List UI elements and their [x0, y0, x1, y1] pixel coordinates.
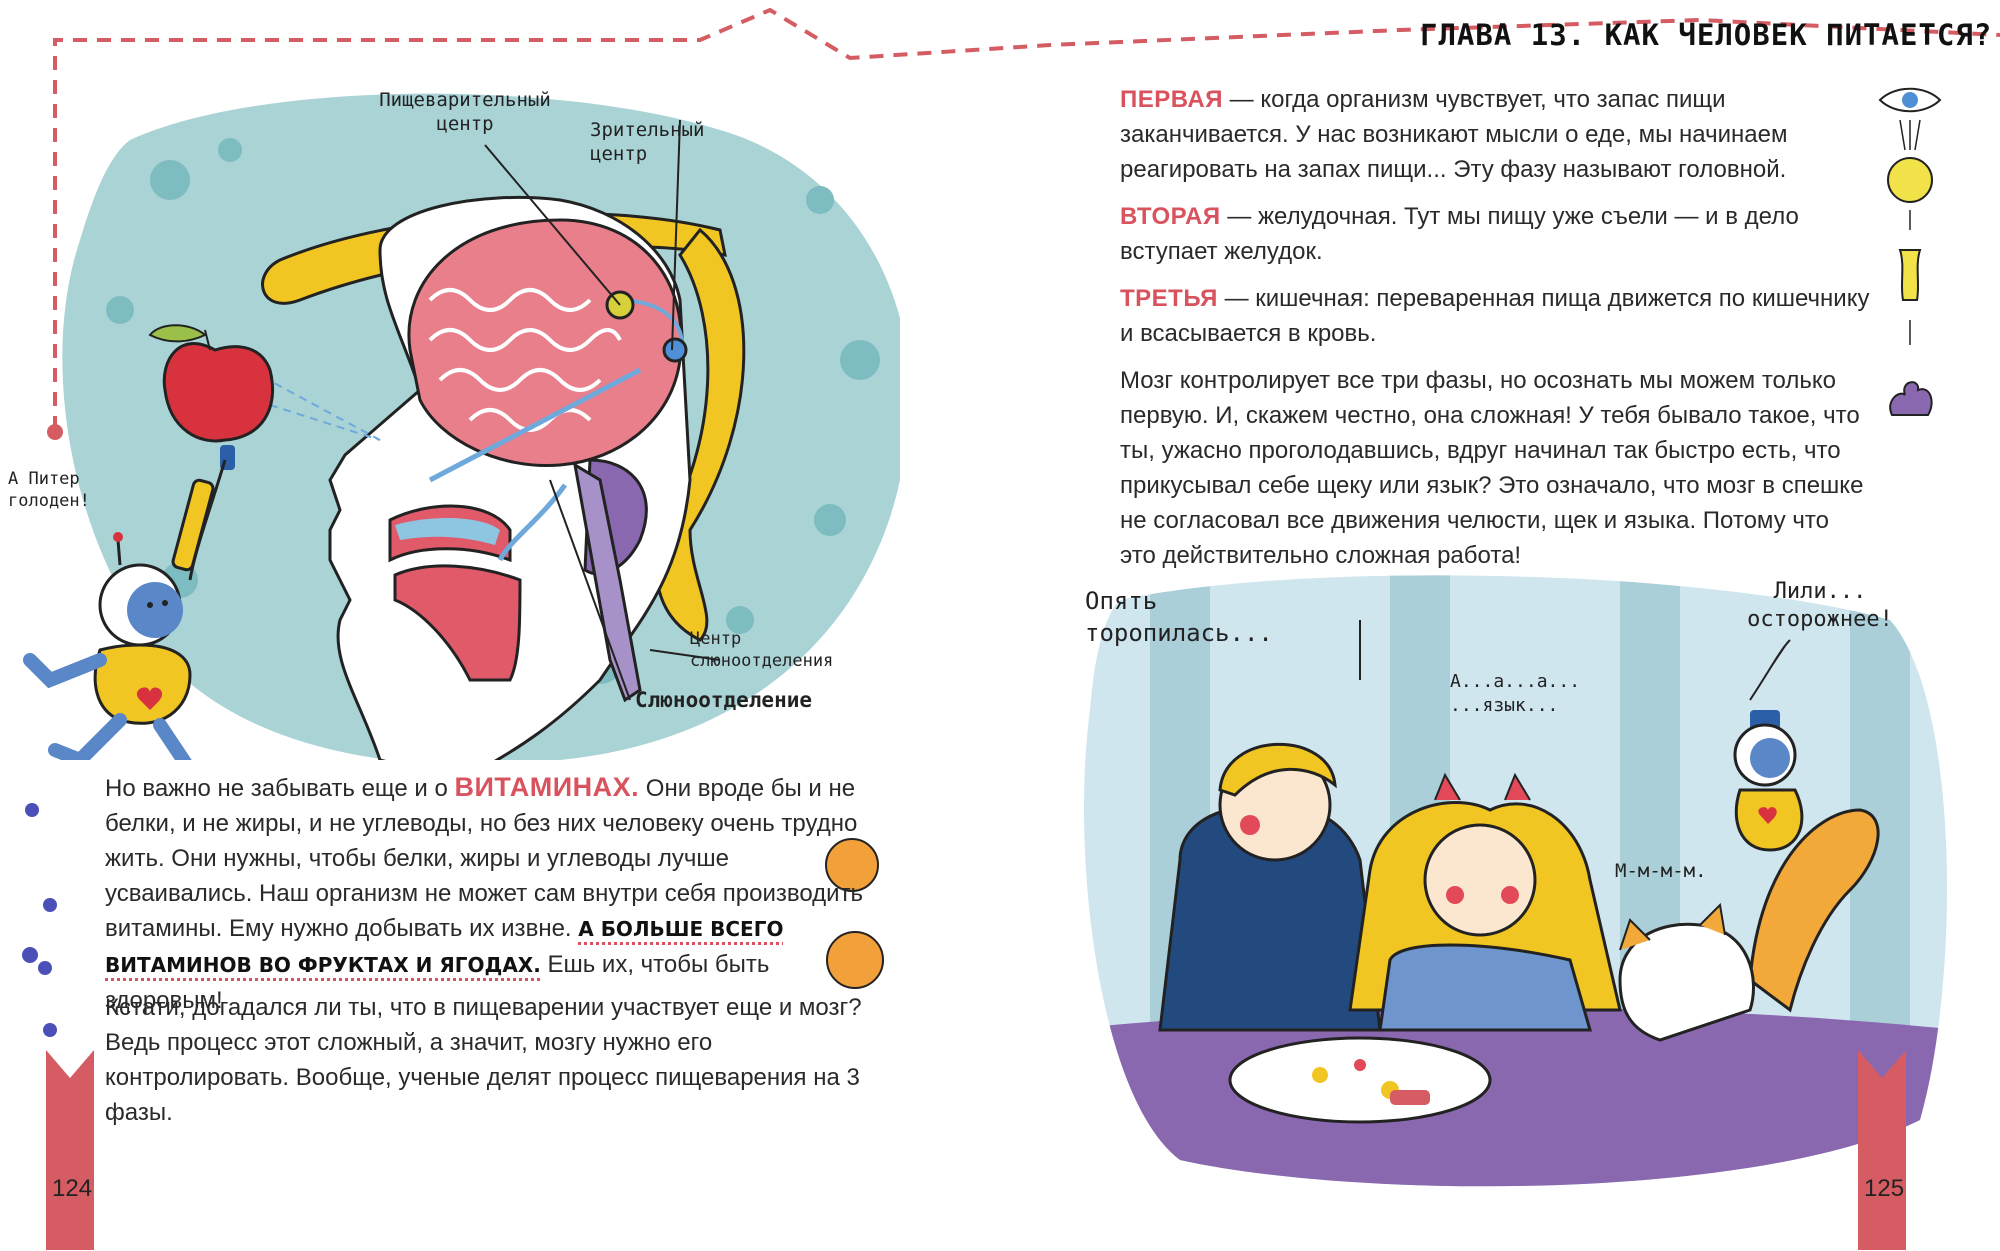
phases-list: ПЕРВАЯ — когда организм чувствует, что з… — [1120, 82, 1870, 573]
label-salivation: Слюноотделение — [635, 688, 813, 712]
robot-speech-left: А Питер голоден! — [8, 469, 90, 511]
brain-digestion-diagram — [23, 93, 900, 760]
label-salivation-center: Центр слюноотделения — [690, 629, 834, 671]
kitchen-scene-illustration — [1084, 575, 1948, 1187]
label-visual-center: Зрительный центр — [590, 119, 705, 165]
chapter-title: ГЛАВА 13. КАК ЧЕЛОВЕК ПИТАЕТСЯ? — [1420, 18, 1993, 52]
speech-boy: Опять торопилась... — [1085, 587, 1273, 647]
label-digestive-center: Пищеварительный центр — [379, 89, 551, 135]
phase-3: ТРЕТЬЯ — кишечная: переваренная пища дви… — [1120, 285, 1870, 347]
vitamins-emphasis: А БОЛЬШЕ ВСЕГО ВИТАМИНОВ ВО ФРУКТАХ И ЯГ… — [105, 917, 784, 977]
speech-robot: Лили... осторожнее! — [1747, 579, 1893, 632]
page-ribbon-right — [1858, 1050, 1906, 1250]
vitamins-text-part2: Они вроде бы и не белки, и не жиры, и не… — [105, 775, 864, 942]
phases-icons — [1878, 87, 1942, 416]
vitamins-text-part3: Ешь их, чтобы быть здоровым! — [105, 951, 770, 1014]
page-ribbon-left — [46, 1050, 94, 1250]
left-paragraph-brain: Кстати, догадался ли ты, что в пищеварен… — [105, 994, 862, 1126]
speech-cat: М-м-м-м. — [1615, 860, 1707, 882]
oranges-decoration — [825, 838, 884, 989]
phase-1: ПЕРВАЯ — когда организм чувствует, что з… — [1120, 86, 1788, 183]
phase-2: ВТОРАЯ — желудочная. Тут мы пищу уже съе… — [1120, 203, 1799, 265]
speech-girl: А...а...а... ...язык... — [1450, 671, 1581, 716]
left-paragraph-vitamins: Но важно не забывать еще и о ВИТАМИНАХ. … — [105, 770, 865, 1018]
vitamins-text-part1: Но важно не забывать еще и о — [105, 775, 455, 802]
vitamins-highlight: ВИТАМИНАХ. — [454, 772, 640, 802]
page-number-right: 125 — [1864, 1175, 1905, 1202]
berries-decoration — [22, 803, 57, 1037]
page-number-left: 124 — [52, 1175, 93, 1202]
brain-control-paragraph: Мозг контролирует все три фазы, но осозн… — [1120, 367, 1864, 569]
